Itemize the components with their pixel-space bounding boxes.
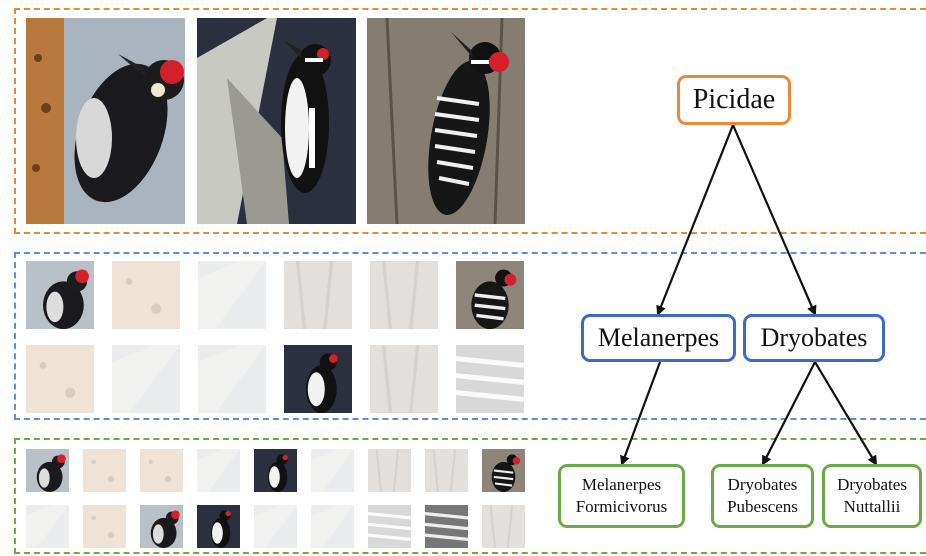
downy-woodpecker-photo: [197, 18, 356, 224]
image-patch: [370, 261, 438, 329]
image-patch: [83, 505, 126, 548]
image-patch: [112, 261, 180, 329]
image-patch: [26, 261, 94, 329]
image-patch: [26, 345, 94, 413]
image-patch: [482, 505, 525, 548]
image-patch: [198, 261, 266, 329]
image-patch: [140, 449, 183, 492]
image-patch: [26, 449, 69, 492]
image-patch: [284, 345, 352, 413]
node-genus-melanerpes: Melanerpes: [581, 314, 736, 362]
image-patch: [284, 261, 352, 329]
species-line1: Dryobates: [837, 474, 907, 496]
image-patch: [311, 449, 354, 492]
species-line2: Pubescens: [727, 496, 798, 518]
node-species-formicivorus: Melanerpes Formicivorus: [558, 464, 685, 528]
image-patch: [456, 261, 524, 329]
image-patch: [311, 505, 354, 548]
node-species-pubescens: Dryobates Pubescens: [711, 464, 814, 528]
image-patch: [370, 345, 438, 413]
image-patch: [198, 345, 266, 413]
image-patch: [83, 449, 126, 492]
image-patch: [425, 505, 468, 548]
nuttalls-woodpecker-photo: [367, 18, 525, 224]
acorn-woodpecker-photo: [26, 18, 185, 224]
species-line2: Formicivorus: [576, 496, 668, 518]
image-patch: [197, 449, 240, 492]
image-patch: [140, 505, 183, 548]
image-patch: [368, 449, 411, 492]
image-patch: [26, 505, 69, 548]
image-patch: [254, 505, 297, 548]
node-family-picidae: Picidae: [677, 75, 791, 125]
image-patch: [254, 449, 297, 492]
image-patch: [456, 345, 524, 413]
image-patch: [197, 505, 240, 548]
node-species-nuttallii: Dryobates Nuttallii: [822, 464, 922, 528]
image-patch: [368, 505, 411, 548]
image-patch: [482, 449, 525, 492]
species-line1: Melanerpes: [576, 474, 668, 496]
species-line2: Nuttallii: [837, 496, 907, 518]
species-line1: Dryobates: [727, 474, 798, 496]
image-patch: [425, 449, 468, 492]
image-patch: [112, 345, 180, 413]
node-genus-dryobates: Dryobates: [743, 314, 885, 362]
